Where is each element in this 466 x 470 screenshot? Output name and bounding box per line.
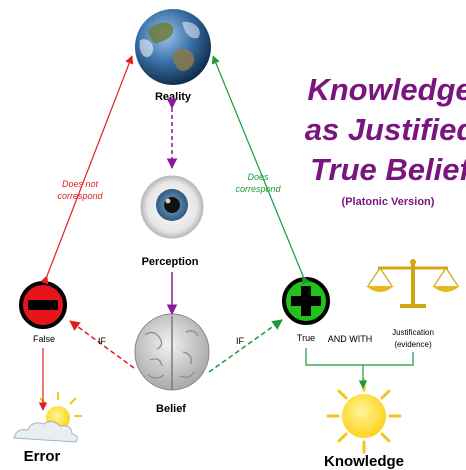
if-left-label: IF [98, 336, 107, 346]
justification-label-line1: Justification [392, 328, 434, 337]
brain-icon [134, 313, 210, 391]
false-reality-arrow [40, 55, 134, 285]
earth-icon [135, 9, 211, 85]
justification-label-line2: (evidence) [394, 340, 432, 349]
true-justification-connector [305, 348, 414, 366]
title-line-2: as Justified [305, 112, 466, 147]
knowledge-label: Knowledge [324, 453, 404, 470]
title-line-3: True Belief [310, 152, 466, 187]
minus-icon [19, 281, 67, 329]
belief-label: Belief [156, 403, 186, 415]
belief-true-arrow [208, 319, 283, 373]
false-label: False [33, 334, 55, 344]
sun-icon [326, 378, 402, 454]
title-line-1: Knowledge [307, 72, 466, 107]
reality-label: Reality [155, 91, 192, 103]
scales-icon [366, 259, 460, 308]
title-subtitle: (Platonic Version) [342, 196, 435, 208]
does-correspond-line2: correspond [235, 184, 281, 194]
error-label: Error [24, 448, 61, 465]
perception-label: Perception [142, 256, 199, 268]
does-not-correspond-line1: Does not [62, 179, 99, 189]
does-correspond-line1: Does [247, 172, 269, 182]
does-not-correspond-line2: correspond [57, 191, 103, 201]
plus-icon [282, 277, 330, 325]
true-label: True [297, 333, 315, 343]
belief-false-arrow [69, 320, 135, 369]
true-reality-arrow [211, 55, 310, 285]
cloudy-sun-icon [13, 392, 82, 443]
eye-icon [140, 175, 204, 239]
if-right-label: IF [236, 336, 245, 346]
and-with-label: AND WITH [328, 334, 373, 344]
